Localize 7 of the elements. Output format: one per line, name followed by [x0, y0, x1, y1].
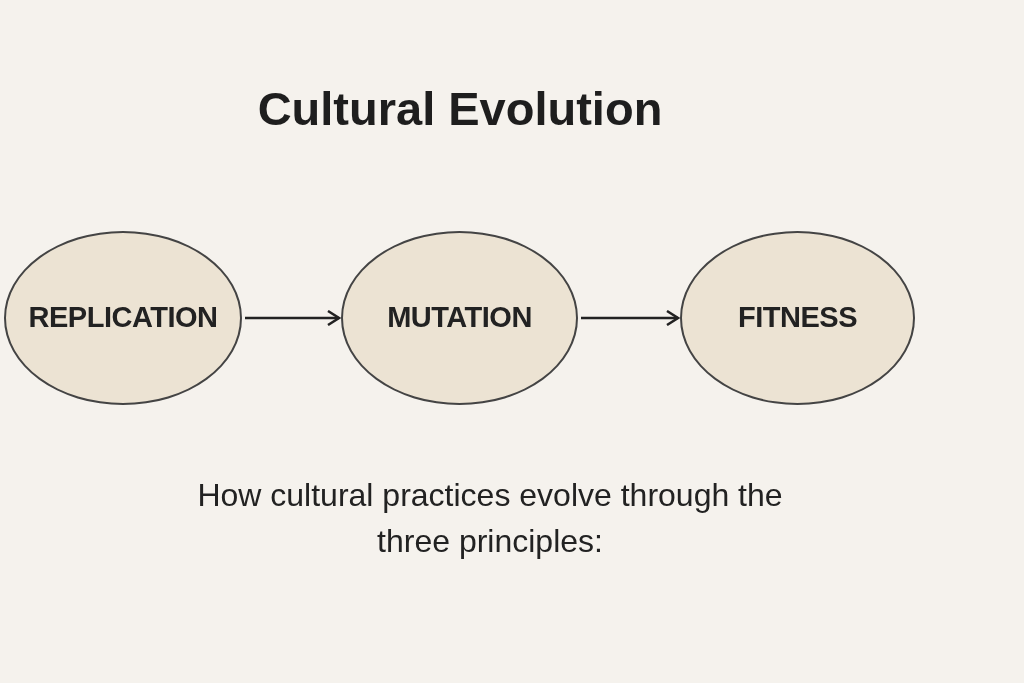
title: Cultural Evolution	[257, 82, 663, 135]
node-label: FITNESS	[738, 300, 857, 336]
caption: How cultural practices evolve through the three principles:	[197, 477, 783, 559]
arrow	[245, 309, 341, 327]
node-label: MUTATION	[387, 300, 532, 336]
node-label: REPLICATION	[28, 300, 218, 336]
arrow	[581, 309, 680, 327]
